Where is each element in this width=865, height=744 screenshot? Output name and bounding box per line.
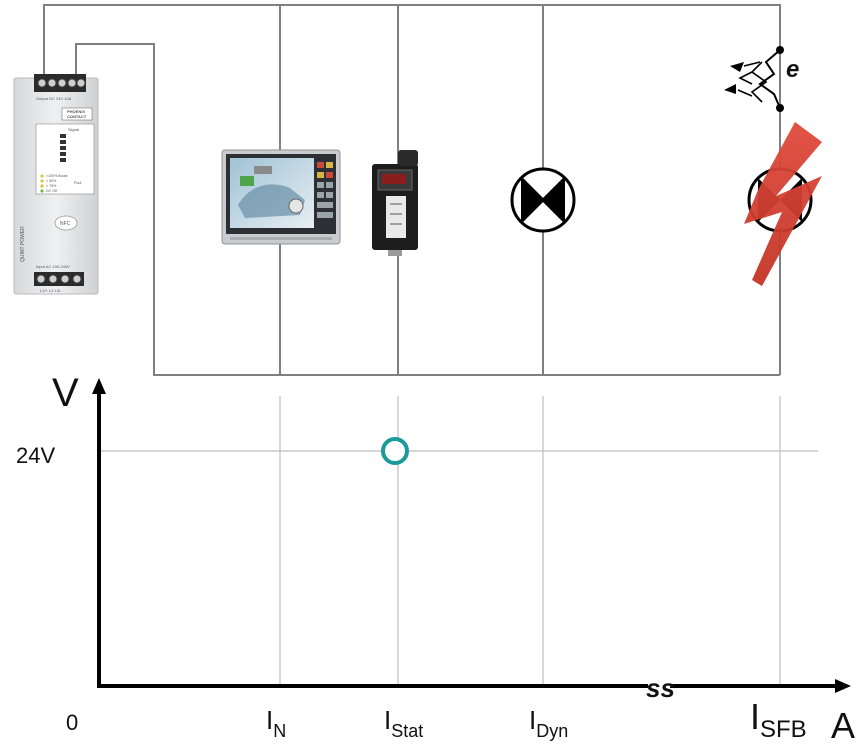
nfc-label: NFC [60, 221, 71, 227]
axis-break-gap [648, 678, 670, 694]
x-tick-subscript-n: N [273, 721, 286, 741]
power-supply-unit: Output DC 24V 10A PHOENIX CONTACT Signal… [13, 74, 99, 295]
phoenix-logo [61, 107, 93, 121]
led-label-dcok: DC OK [46, 189, 58, 193]
x-tick-labels: IN IStat IDyn ISFB [266, 696, 807, 743]
chart: ss V 24V 0 A IN IStat IDyn ISFB [16, 371, 855, 744]
psu-series-label: QUINT POWER [20, 226, 26, 262]
y-axis-label: V [52, 371, 79, 415]
lightning-icon [744, 122, 822, 286]
wire-negative [75, 43, 780, 376]
psu-input-screws [36, 274, 82, 284]
hmi-panel [221, 149, 341, 245]
lamp-symbol [510, 167, 576, 233]
psu-input-label: Input AC 100-240V [36, 264, 70, 269]
y-tick-label: 24V [16, 443, 55, 468]
x-tick-label-dyn: IDyn [529, 705, 568, 741]
breaker-symbol: e [724, 46, 799, 112]
pressure-sensor [372, 150, 418, 256]
hmi-side-buttons [317, 162, 333, 218]
data-points [381, 437, 409, 465]
axis-break-mark: ss [646, 673, 675, 703]
x-tick-label-sfb: ISFB [750, 696, 807, 743]
x-tick-subscript-stat: Stat [391, 721, 423, 741]
chart-grid [99, 396, 818, 686]
origin-label: 0 [66, 710, 78, 735]
psu-output-label: Output DC 24V 10A [36, 96, 72, 101]
psu-pout-label: Pout [74, 181, 81, 185]
phoenix-logo-line2: CONTACT [67, 114, 87, 119]
breaker-letter: e [786, 56, 799, 83]
phoenix-logo-line1: PHOENIX [67, 109, 85, 114]
x-tick-label-stat: IStat [384, 705, 423, 741]
psu-led-indicators: >100% Boost > 90% > 75% DC OK Pout [40, 174, 81, 193]
x-tick-subscript-dyn: Dyn [536, 721, 568, 741]
x-tick-label-n: IN [266, 705, 286, 741]
led-label-90: > 90% [46, 179, 57, 183]
data-point-0 [381, 437, 409, 465]
led-label-boost: >100% Boost [46, 174, 67, 178]
x-axis-arrow [835, 679, 851, 693]
nfc-badge [54, 215, 78, 231]
psu-dip-switches [60, 134, 66, 162]
x-tick-subscript-sfb: SFB [760, 716, 807, 743]
psu-signal-label: Signal [68, 127, 79, 132]
x-axis-label: A [831, 705, 855, 744]
psu-terminal-label: L1/+ L2 L3/- [40, 288, 62, 293]
y-axis-arrow [92, 378, 106, 394]
psu-output-screws [37, 78, 86, 88]
led-label-75: > 75% [46, 184, 57, 188]
psu-input-terminal-block [34, 272, 84, 286]
